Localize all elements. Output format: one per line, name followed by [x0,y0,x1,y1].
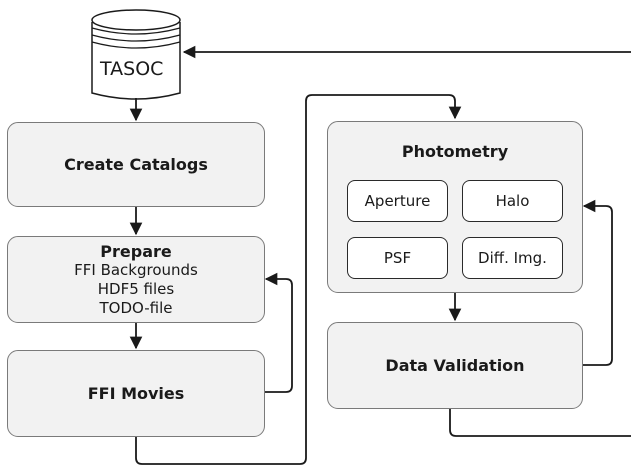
prepare-box: Prepare FFI Backgrounds HDF5 files TODO-… [7,236,265,323]
photometry-title: Photometry [401,142,509,161]
arrow-data-validation-to-tasoc [184,52,631,437]
prepare-title: Prepare [100,241,172,261]
database-label: TASOC [100,58,164,80]
prepare-step: FFI Backgrounds [74,260,198,279]
method-diff-img: Diff. Img. [462,237,563,279]
ffi-movies-title: FFI Movies [87,384,185,403]
database-cylinder-icon [91,9,181,100]
ffi-movies-box: FFI Movies [7,350,265,437]
method-aperture: Aperture [347,180,448,222]
arrow-ffi-movies-loop-to-prepare [264,272,293,393]
method-halo: Halo [462,180,563,222]
method-psf: PSF [347,237,448,279]
prepare-step: TODO-file [99,298,173,317]
data-validation-title: Data Validation [385,356,525,375]
prepare-step: HDF5 files [97,279,175,298]
arrow-ffi-movies-to-photometry [135,94,462,465]
create-catalogs-box: Create Catalogs [7,122,265,207]
arrow-data-validation-loop-to-photometry [582,199,613,366]
data-validation-box: Data Validation [327,322,583,409]
create-catalogs-title: Create Catalogs [64,155,208,174]
